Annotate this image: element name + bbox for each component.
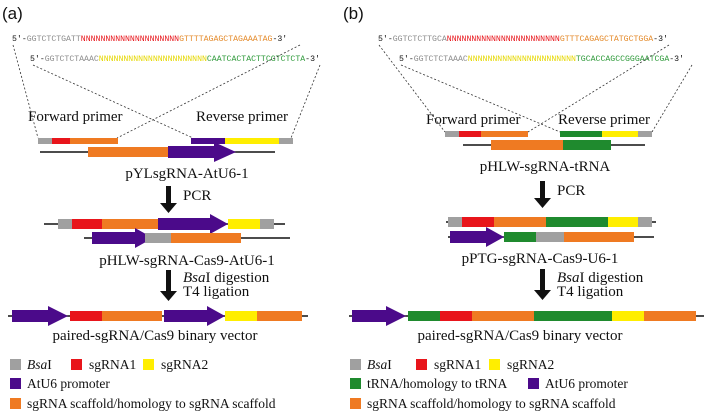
legend-label-promoter: AtU6 promoter [545, 376, 628, 391]
panel-a-reverse-oligo: 5'-GGTCTCTAAACNNNNNNNNNNNNNNNNNNNNNNCAAT… [30, 54, 320, 64]
digestion-step-label-b: BsaI digestion [557, 270, 644, 286]
forward-primer-label-b: Forward primer [426, 112, 521, 128]
forward-primer [38, 138, 118, 144]
legend-label-scaffold: sgRNA scaffold/homology to sgRNA scaffol… [27, 396, 276, 411]
seq-scaffold-homology: GTTTCAGAGCTATGCTGGA [560, 35, 653, 44]
reverse-primer-label: Reverse primer [196, 109, 288, 125]
seq-prefix: 5'- [378, 34, 393, 44]
panel-b: (b) 5'-GGTCTCTTGCANNNNNNNNNNNNNNNNNNNNNN… [343, 4, 704, 411]
final-vector-a [8, 306, 308, 326]
legend-a: BsaI sgRNA1 sgRNA2 AtU6 promoter sgRNA s… [10, 357, 276, 411]
product-label-a: pHLW-sgRNA-Cas9-AtU6-1 [99, 253, 275, 269]
digestion-text: I digestion [206, 270, 270, 286]
vector-backbone-b [448, 227, 654, 247]
seq-bsai-site: GGTCTCTAAAC [414, 55, 468, 64]
digestion-text: I digestion [580, 270, 644, 286]
legend-label-sgrna2: sgRNA2 [161, 357, 208, 372]
seq-spacer: NNNNNNNNNNNNNNNNNNNNNN [99, 55, 207, 64]
panel-b-forward-oligo: 5'-GGTCTCTTGCANNNNNNNNNNNNNNNNNNNNNNNGTT… [378, 34, 668, 44]
seq-suffix: -3' [669, 54, 684, 64]
pcr-arrow-b [534, 181, 551, 208]
legend-swatch-bsai [10, 359, 21, 370]
seq-suffix: -3' [305, 54, 320, 64]
seq-bsai-site: GGTCTCTTGCA [393, 35, 447, 44]
legend-label-bsai: BsaI [367, 357, 392, 372]
seq-bsai-site: GGTCTCTAAAC [45, 55, 99, 64]
pcr-step-label-b: PCR [557, 183, 585, 199]
template-label-a: pYLsgRNA-AtU6-1 [125, 166, 248, 182]
enzyme-name: Bsa [557, 270, 580, 286]
seq-trna-homology: TGCACCAGCCGGGAATCGA [576, 55, 669, 64]
seq-prefix: 5'- [399, 54, 414, 64]
pcr-product-a [44, 214, 285, 234]
seq-suffix: -3' [272, 34, 287, 44]
template-plasmid-a [40, 142, 275, 162]
pcr-product-b [446, 217, 656, 227]
forward-primer-b [445, 131, 528, 137]
legend-swatch-sgrna1 [71, 359, 82, 370]
reverse-primer [191, 138, 293, 144]
seq-prefix: 5'- [30, 54, 45, 64]
ligation-step-label-a: T4 ligation [183, 284, 250, 300]
legend-label-sgrna1: sgRNA1 [89, 357, 136, 372]
seq-spacer: NNNNNNNNNNNNNNNNNNNNNNN [447, 35, 560, 44]
legend-swatch-scaffold [350, 398, 361, 409]
pcr-arrow-a [160, 186, 177, 213]
seq-suffix: -3' [653, 34, 668, 44]
legend-label-sgrna1: sgRNA1 [434, 357, 481, 372]
legend-b: BsaI sgRNA1 sgRNA2 tRNA/homology to tRNA… [350, 357, 628, 411]
seq-scaffold-homology: GTTTTAGAGCTAGAAATAG [179, 35, 272, 44]
final-label-b: paired-sgRNA/Cas9 binary vector [418, 328, 623, 344]
digestion-step-label-a: BsaI digestion [183, 270, 270, 286]
seq-bsai-site: GGTCTCTGATT [27, 35, 81, 44]
template-plasmid-b [463, 140, 645, 150]
product-label-b: pPTG-sgRNA-Cas9-U6-1 [462, 251, 619, 267]
legend-label-sgrna2: sgRNA2 [507, 357, 554, 372]
legend-swatch-promoter [528, 378, 539, 389]
seq-prefix: 5'- [12, 34, 27, 44]
primer-guide-lines [12, 44, 321, 139]
reverse-primer-b [560, 131, 652, 137]
seq-spacer: NNNNNNNNNNNNNNNNNNNN [81, 35, 179, 44]
vector-backbone-a [84, 228, 290, 248]
legend-swatch-sgrna1 [416, 359, 427, 370]
panel-b-label: (b) [343, 4, 364, 23]
panel-a-forward-oligo: 5'-GGTCTCTGATTNNNNNNNNNNNNNNNNNNNNGTTTTA… [12, 34, 287, 44]
reverse-primer-label-b: Reverse primer [558, 112, 650, 128]
pcr-step-label-a: PCR [183, 188, 211, 204]
legend-label-promoter: AtU6 promoter [27, 376, 110, 391]
legend-swatch-trna [350, 378, 361, 389]
panel-a-label: (a) [2, 4, 23, 23]
legend-swatch-sgrna2 [143, 359, 154, 370]
legend-swatch-promoter [10, 378, 21, 389]
ligation-step-label-b: T4 ligation [557, 284, 624, 300]
final-vector-b [349, 306, 704, 326]
enzyme-name: Bsa [183, 270, 206, 286]
forward-primer-label: Forward primer [28, 109, 123, 125]
panel-b-reverse-oligo: 5'-GGTCTCTAAACNNNNNNNNNNNNNNNNNNNNNNTGCA… [399, 54, 684, 64]
seq-spacer: NNNNNNNNNNNNNNNNNNNNNN [468, 55, 576, 64]
panel-a: (a) 5'-GGTCTCTGATTNNNNNNNNNNNNNNNNNNNNGT… [2, 4, 321, 411]
digestion-arrow-a [160, 270, 177, 301]
final-label-a: paired-sgRNA/Cas9 binary vector [53, 328, 258, 344]
primer-guide-lines-b [378, 44, 693, 133]
seq-promoter-homology: CAATCACTACTTCGTCTCTA [207, 55, 305, 64]
legend-label-bsai: BsaI [27, 357, 52, 372]
digestion-arrow-b [534, 269, 551, 300]
legend-swatch-scaffold [10, 398, 21, 409]
template-label-b: pHLW-sgRNA-tRNA [480, 159, 611, 175]
legend-label-scaffold: sgRNA scaffold/homology to sgRNA scaffol… [367, 396, 616, 411]
legend-swatch-sgrna2 [489, 359, 500, 370]
legend-label-trna: tRNA/homology to tRNA [367, 376, 508, 391]
legend-swatch-bsai [350, 359, 361, 370]
